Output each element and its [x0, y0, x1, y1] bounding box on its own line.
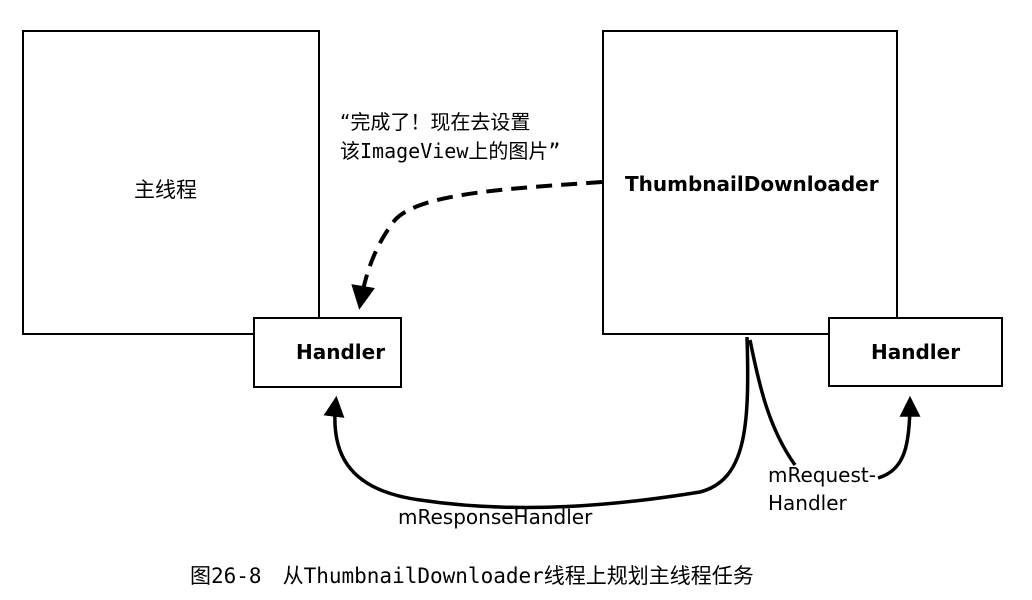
handler-right-box [828, 317, 1003, 387]
thumbnail-downloader-box [602, 30, 898, 335]
response-handler-arrow [323, 336, 750, 510]
quote-line-1: “完成了！现在去设置 [340, 110, 531, 134]
request-handler-label-2: Handler [768, 491, 847, 515]
downloader-label: ThumbnailDownloader [625, 172, 879, 196]
request-handler-line [748, 339, 797, 467]
dashed-callback-arrow [351, 180, 603, 310]
figure-caption: 图26-8 从ThumbnailDownloader线程上规划主线程任务 [190, 564, 754, 588]
main-thread-box [22, 30, 320, 335]
response-handler-label: mResponseHandler [398, 505, 593, 529]
handler-left-box [253, 317, 402, 388]
main-thread-label: 主线程 [134, 178, 197, 202]
request-handler-label-1: mRequest- [768, 463, 876, 487]
handler-left-label: Handler [296, 340, 386, 364]
handler-right-label: Handler [871, 340, 961, 364]
request-handler-arrow [877, 395, 921, 480]
quote-line-2: 该ImageView上的图片” [340, 139, 561, 163]
